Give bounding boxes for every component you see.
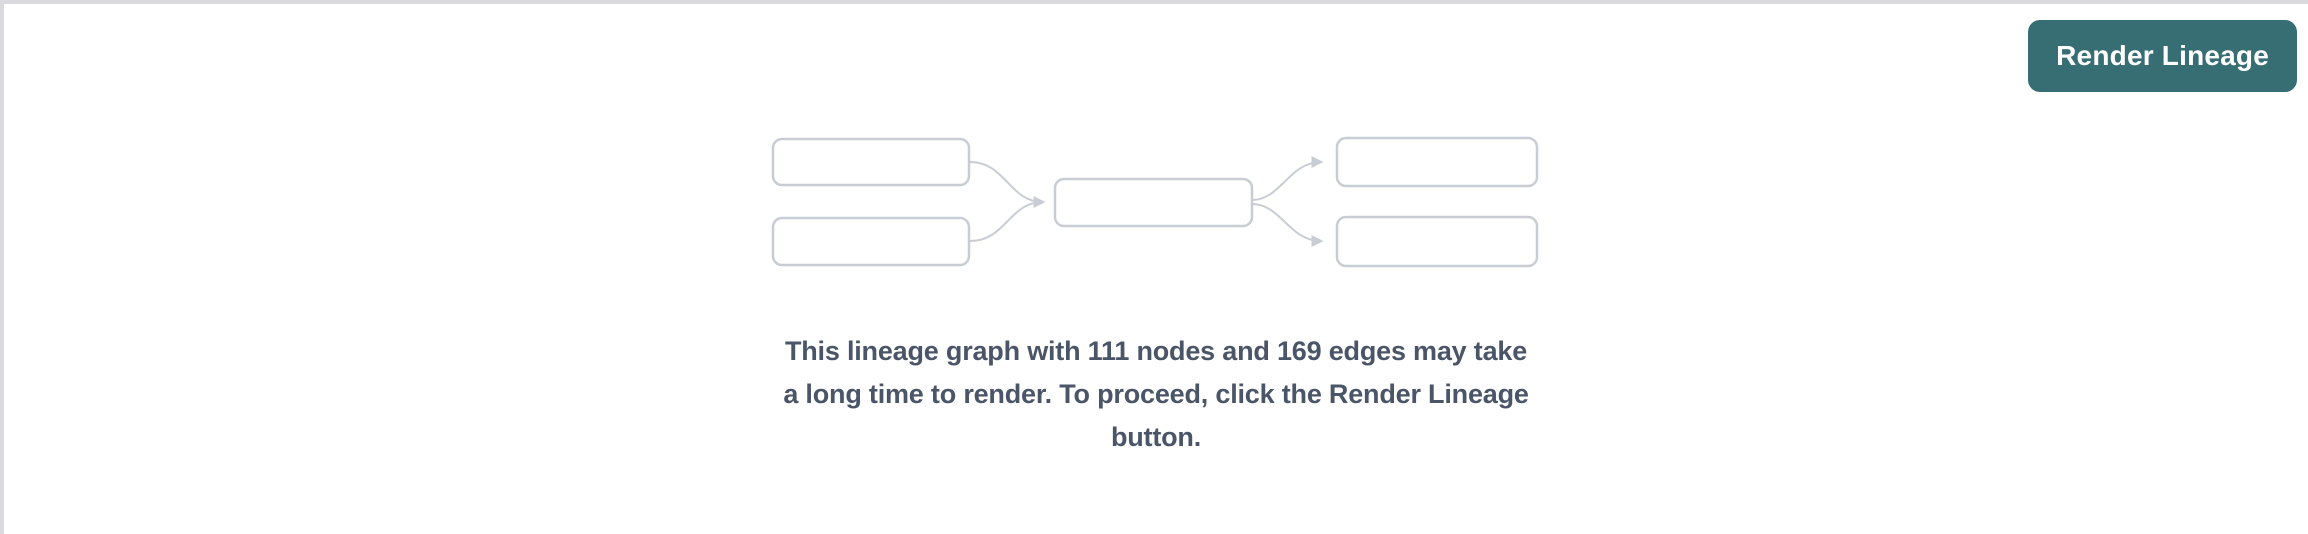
message-line: This lineage graph with 111 nodes and 16…	[784, 336, 1528, 366]
message-line: button.	[1110, 422, 1202, 452]
graph-edge	[969, 161, 1046, 208]
graph-node	[1053, 177, 1254, 228]
graph-edge	[969, 201, 1044, 242]
message-line: a long time to render. To proceed, click…	[783, 379, 1529, 409]
graph-edge	[1251, 156, 1324, 201]
lineage-warning-message: This lineage graph with 111 nodes and 16…	[783, 330, 1529, 459]
graph-node	[1335, 215, 1539, 268]
graph-node	[771, 137, 971, 187]
lineage-placeholder-graphic	[771, 136, 1539, 268]
graph-node	[1335, 136, 1539, 188]
lineage-empty-state: This lineage graph with 111 nodes and 16…	[771, 134, 1541, 459]
graph-node	[771, 216, 971, 267]
render-lineage-button[interactable]: Render Lineage	[2028, 20, 2297, 92]
graph-edge	[1251, 203, 1324, 247]
